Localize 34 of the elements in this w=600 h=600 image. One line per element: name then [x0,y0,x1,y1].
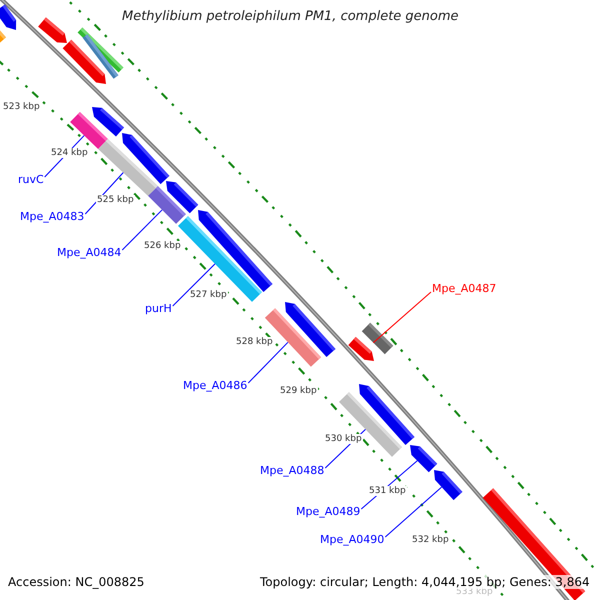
leader-line [172,263,216,306]
gene-label: Mpe_A0483 [20,210,84,223]
leader-line [122,209,163,250]
gene-segment [70,112,108,149]
gene-segment [98,138,158,196]
scale-label: 523 kbp [2,102,41,112]
scale-label: 527 kbp [189,290,228,300]
info-text: Topology: circular; Length: 4,044,195 bp; Genes: 3,864 [260,575,590,589]
scale-label: 528 kbp [235,337,274,347]
gene-segment [362,322,394,354]
gene-label: Mpe_A0487 [432,282,496,295]
title: Methylibium petroleiphilum PM1, complete genome [122,9,459,24]
scale-label: 530 kbp [324,434,363,444]
info-text: Accession: NC_008825 [8,575,144,589]
scale-label: 526 kbp [143,241,182,251]
gene-label: Mpe_A0489 [296,505,360,518]
gene-label: purH [145,302,172,315]
gene-label: Mpe_A0486 [183,379,248,392]
gene-label: Mpe_A0484 [57,246,122,259]
gene-segment [434,470,462,500]
gene-label: Mpe_A0490 [320,533,384,546]
gene-label: Mpe_A0488 [260,464,324,477]
gene-label: ruvC [18,173,44,186]
scale-label: 525 kbp [96,195,135,205]
scale-label: 531 kbp [368,486,407,496]
leader-line [372,292,432,344]
leader-line [248,342,288,384]
leader-line [384,486,442,538]
scale-label: 532 kbp [411,535,450,545]
gene-segment [410,445,438,472]
scale-label: 529 kbp [279,386,318,396]
leader-line [84,172,124,214]
gene-segment [148,186,186,224]
scale-label: 524 kbp [50,148,89,158]
